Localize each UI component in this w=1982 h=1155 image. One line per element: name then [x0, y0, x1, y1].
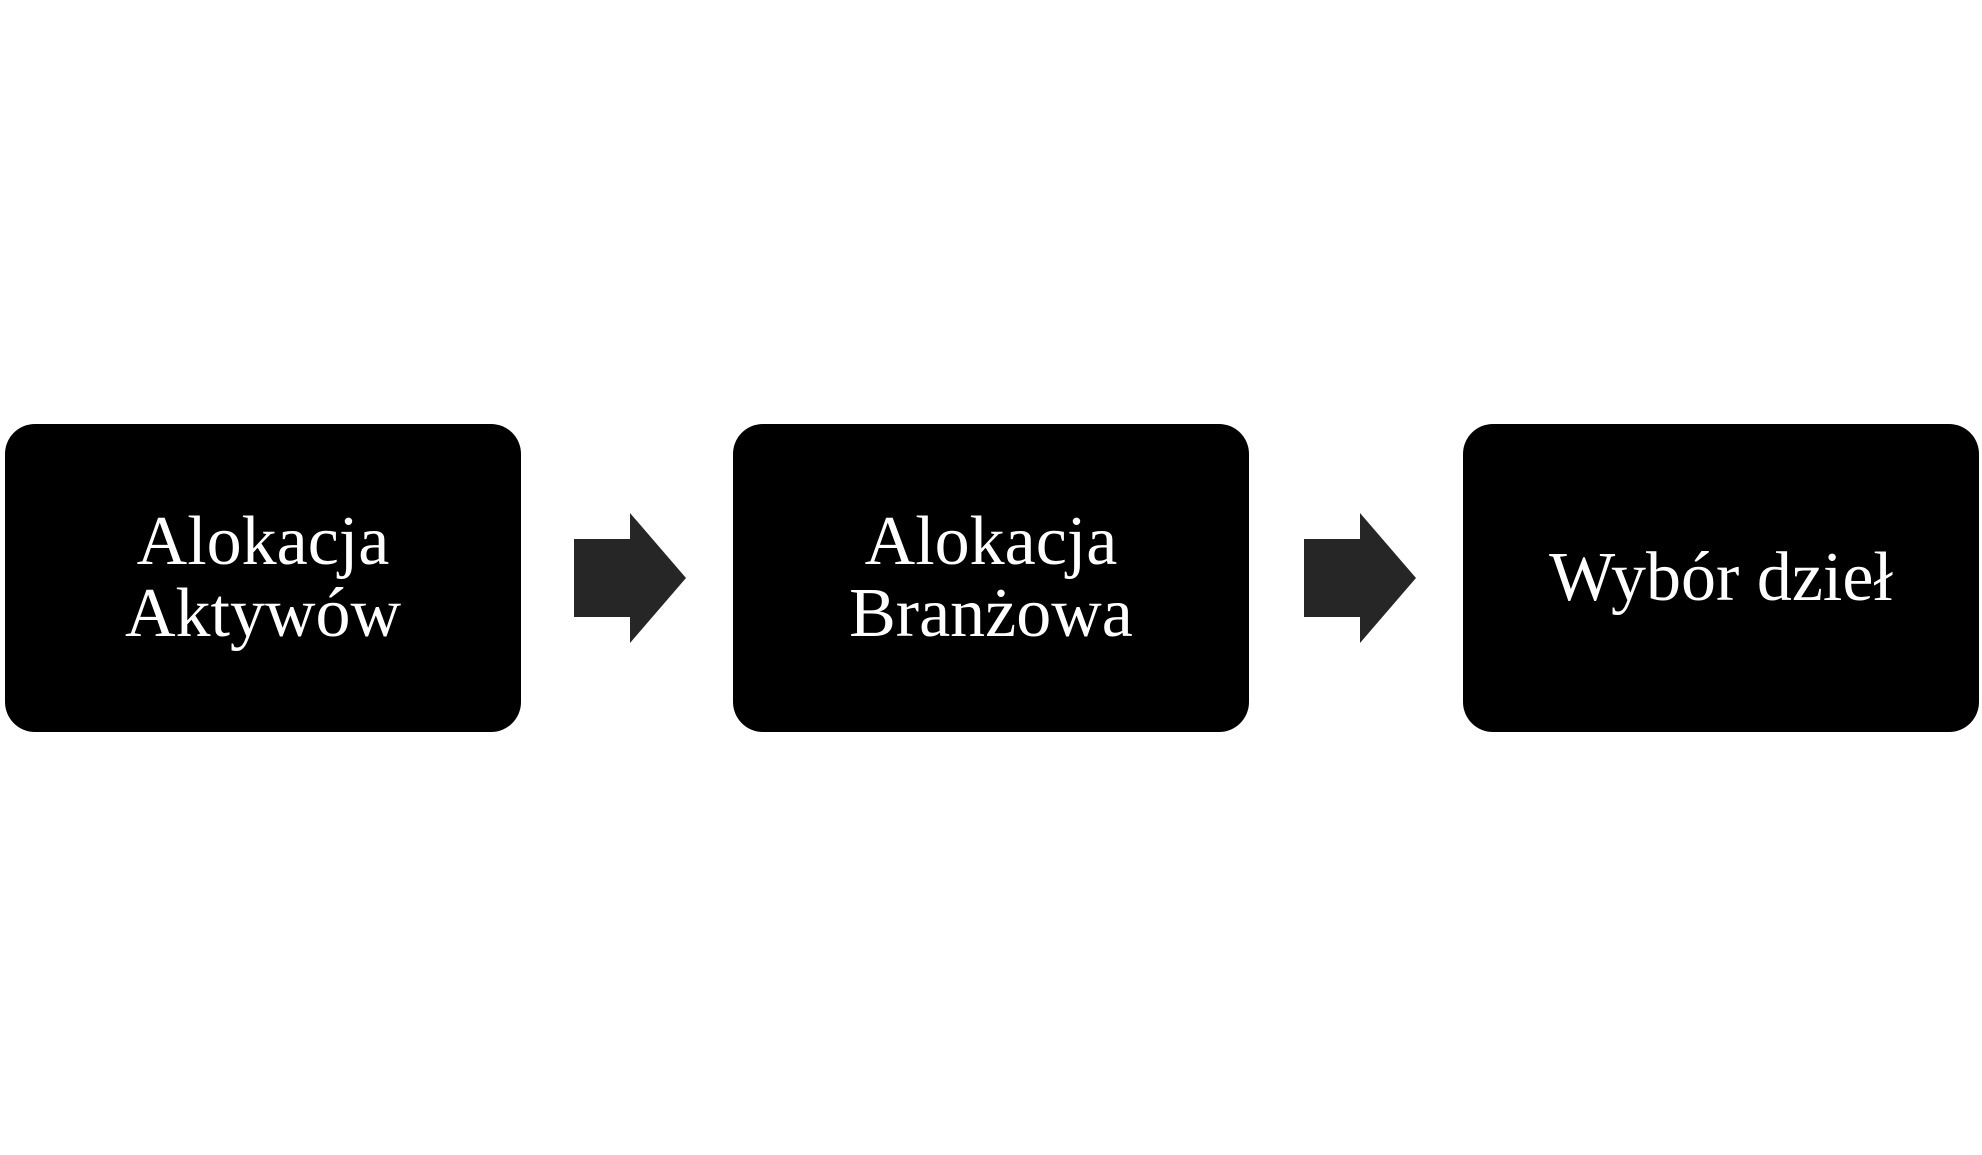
right-arrow-icon — [1304, 513, 1416, 643]
step-label: Alokacja Branżowa — [849, 503, 1133, 652]
step-label: Alokacja Aktywów — [124, 503, 402, 652]
step-box-asset-allocation: Alokacja Aktywów — [5, 424, 521, 732]
step-box-stock-selection: Wybór dzieł — [1463, 424, 1979, 732]
step-label: Wybór dzieł — [1549, 539, 1893, 616]
right-arrow-icon — [574, 513, 686, 643]
step-box-sector-allocation: Alokacja Branżowa — [733, 424, 1249, 732]
